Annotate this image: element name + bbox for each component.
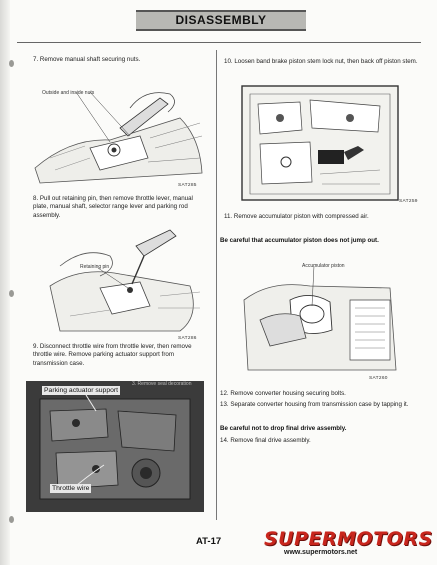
- step-11: 11. Remove accumulator piston with compr…: [224, 213, 369, 220]
- figure-code: SAT259: [399, 199, 418, 204]
- warning-13: Be careful not to drop final drive assem…: [220, 425, 347, 432]
- punch-hole: [9, 290, 14, 297]
- logo-url[interactable]: www.supermotors.net: [284, 549, 358, 556]
- figure-band-brake-piston: [241, 85, 399, 201]
- photo-graphic: [26, 381, 204, 512]
- photo-label-parking-actuator: Parking actuator support: [42, 386, 121, 395]
- photo-parking-actuator: Parking actuator support Throttle wire: [26, 381, 204, 512]
- section-header: DISASSEMBLY: [136, 10, 306, 31]
- page-edge: [0, 0, 10, 565]
- photo-label-throttle-wire: Throttle wire: [50, 484, 92, 493]
- supermotors-logo: SUPERMOTORS www.supermotors.net: [258, 528, 433, 558]
- step-12: 12. Remove converter housing securing bo…: [220, 390, 346, 397]
- step-13: 13. Separate converter housing from tran…: [220, 401, 409, 408]
- callout-accumulator-piston: Accumulator piston: [302, 263, 345, 269]
- figure-manual-shaft-nuts: [34, 91, 203, 184]
- punch-hole: [9, 60, 14, 67]
- step-9: 9. Disconnect throttle wire from throttl…: [33, 343, 192, 367]
- step-8: 8. Pull out retaining pin, then remove t…: [33, 195, 193, 219]
- warning-11: Be careful that accumulator piston does …: [220, 237, 379, 244]
- section-title: DISASSEMBLY: [175, 13, 267, 27]
- page-number: AT-17: [196, 536, 222, 547]
- step-14: 14. Remove final drive assembly.: [220, 437, 311, 444]
- column-divider: [216, 50, 217, 520]
- step-10: 10. Loosen band brake piston stem lock n…: [224, 58, 418, 65]
- callout-retaining-pin: Retaining pin: [80, 264, 110, 270]
- figure-code: SAT260: [369, 376, 388, 381]
- figure-accumulator-piston: [243, 265, 397, 371]
- figure-code: SAT286: [178, 336, 197, 341]
- top-rule: [17, 42, 421, 43]
- figure-retaining-pin: [49, 229, 201, 332]
- punch-hole: [9, 516, 14, 523]
- step-7: 7. Remove manual shaft securing nuts.: [33, 56, 141, 63]
- callout-outside-inside-nuts: Outside and inside nuts: [42, 90, 95, 96]
- logo-wordmark: SUPERMOTORS: [264, 528, 433, 550]
- ghost-bleedthrough-text: 3. Remove seal decoration: [132, 381, 192, 387]
- figure-code: SAT285: [178, 183, 197, 188]
